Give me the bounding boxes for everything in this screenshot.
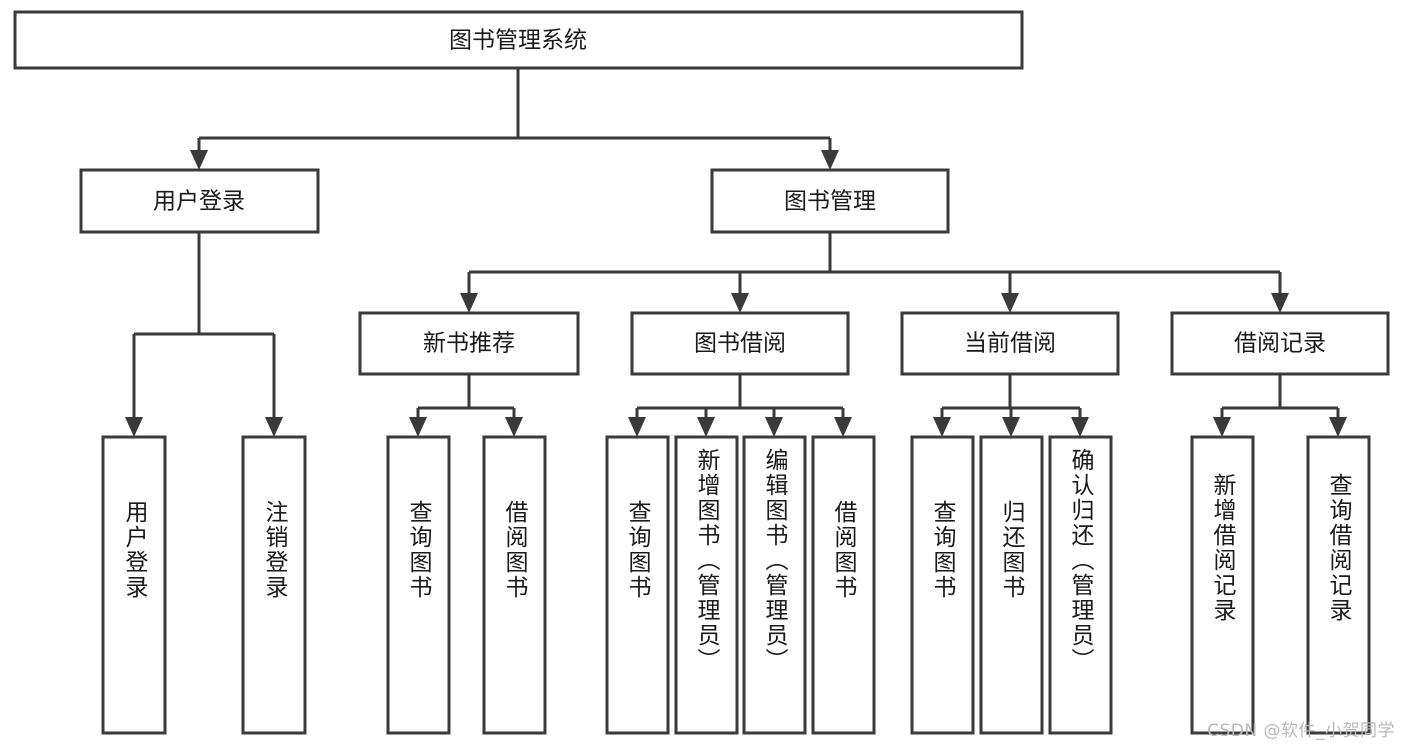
- node-user-login-label: 用户登录: [153, 189, 245, 215]
- leaf-current-borrow-1-label: 查询图书: [929, 500, 957, 600]
- node-book-manage-label: 图书管理: [784, 189, 876, 215]
- leaf-user-login-2-label: 注销登录: [261, 500, 289, 600]
- leaf-user-login-1-box[interactable]: [101, 435, 167, 735]
- arrow-leaf-user-login-1: [125, 417, 143, 437]
- arrow-leaf-book-borrow-4: [834, 417, 852, 437]
- leaf-book-borrow-1-label: 查询图书: [624, 500, 652, 600]
- node-book-manage-box[interactable]: [710, 168, 950, 234]
- arrow-leaf-book-borrow-1: [628, 417, 646, 437]
- node-new-book-recommend-box[interactable]: [358, 311, 580, 376]
- node-book-borrow-label: 图书借阅: [694, 331, 786, 357]
- arrow-leaf-new-book-2: [505, 417, 523, 437]
- arrow-leaf-book-borrow-2: [697, 417, 715, 437]
- leaf-book-borrow-1-box[interactable]: [605, 435, 670, 735]
- leaf-current-borrow-2[interactable]: 归还图书: [979, 435, 1044, 735]
- node-root[interactable]: 图书管理系统: [13, 10, 1024, 70]
- leaf-current-borrow-3-label: 确认归还（管理员）: [1067, 448, 1095, 673]
- node-new-book-recommend[interactable]: 新书推荐: [358, 311, 580, 376]
- arrow-leaf-current-borrow-1: [933, 417, 951, 437]
- leaf-book-borrow-3-label: 编辑图书（管理员）: [761, 448, 789, 673]
- node-new-book-recommend-label: 新书推荐: [423, 331, 515, 357]
- leaf-book-borrow-2-label: 新增图书（管理员）: [693, 448, 721, 673]
- csdn-watermark: CSDN @软件_小贺同学: [1207, 721, 1395, 741]
- leaf-book-borrow-4[interactable]: 借阅图书: [811, 435, 876, 735]
- leaf-book-borrow-2[interactable]: 新增图书（管理员）: [674, 435, 739, 735]
- node-current-borrow-box[interactable]: [900, 311, 1120, 376]
- leaf-current-borrow-1[interactable]: 查询图书: [910, 435, 975, 735]
- node-current-borrow-label: 当前借阅: [964, 331, 1056, 357]
- connectors: [125, 68, 1347, 437]
- arrow-book-manage: [821, 150, 839, 170]
- arrow-new-book: [460, 293, 478, 313]
- leaf-current-borrow-2-box[interactable]: [979, 435, 1044, 735]
- leaf-borrow-record-1-box[interactable]: [1190, 435, 1255, 735]
- arrow-leaf-current-borrow-2: [1002, 417, 1020, 437]
- leaf-user-login-1[interactable]: 用户登录: [101, 435, 167, 735]
- leaf-user-login-1-label: 用户登录: [121, 500, 149, 600]
- leaf-book-borrow-1[interactable]: 查询图书: [605, 435, 670, 735]
- leaf-borrow-record-1-label: 新增借阅记录: [1209, 473, 1237, 623]
- leaf-new-book-2[interactable]: 借阅图书: [482, 435, 547, 735]
- node-book-borrow[interactable]: 图书借阅: [630, 311, 850, 376]
- leaf-borrow-record-2-box[interactable]: [1306, 435, 1371, 735]
- leaf-book-borrow-3-box[interactable]: [742, 435, 807, 735]
- leaf-book-borrow-4-box[interactable]: [811, 435, 876, 735]
- leaf-current-borrow-3-box[interactable]: [1048, 435, 1113, 735]
- leaf-new-book-1-box[interactable]: [386, 435, 451, 735]
- node-user-login-box[interactable]: [79, 168, 320, 234]
- leaf-borrow-record-2-label: 查询借阅记录: [1325, 473, 1353, 623]
- leaf-book-borrow-2-box[interactable]: [674, 435, 739, 735]
- arrow-user-login: [190, 150, 208, 170]
- node-book-borrow-box[interactable]: [630, 311, 850, 376]
- arrow-current-borrow: [1001, 293, 1019, 313]
- leaf-new-book-1-label: 查询图书: [405, 500, 433, 600]
- leaf-borrow-record-1[interactable]: 新增借阅记录: [1190, 435, 1255, 735]
- node-root-label: 图书管理系统: [449, 28, 587, 54]
- leaf-new-book-2-box[interactable]: [482, 435, 547, 735]
- arrow-borrow-record: [1271, 293, 1289, 313]
- leaf-user-login-2-box[interactable]: [241, 435, 307, 735]
- node-borrow-record-box[interactable]: [1170, 311, 1390, 376]
- leaf-new-book-2-label: 借阅图书: [501, 500, 529, 600]
- arrow-leaf-current-borrow-3: [1071, 417, 1089, 437]
- arrow-leaf-new-book-1: [409, 417, 427, 437]
- node-root-box[interactable]: [13, 10, 1024, 70]
- leaf-book-borrow-4-label: 借阅图书: [830, 500, 858, 600]
- arrow-book-borrow: [731, 293, 749, 313]
- leaf-user-login-2[interactable]: 注销登录: [241, 435, 307, 735]
- leaf-borrow-record-2[interactable]: 查询借阅记录: [1306, 435, 1371, 735]
- leaf-current-borrow-3[interactable]: 确认归还（管理员）: [1048, 435, 1113, 735]
- node-user-login[interactable]: 用户登录: [79, 168, 320, 234]
- leaf-new-book-1[interactable]: 查询图书: [386, 435, 451, 735]
- node-borrow-record-label: 借阅记录: [1234, 331, 1326, 357]
- arrow-leaf-user-login-2: [265, 417, 283, 437]
- leaf-current-borrow-1-box[interactable]: [910, 435, 975, 735]
- leaf-book-borrow-3[interactable]: 编辑图书（管理员）: [742, 435, 807, 735]
- arrow-leaf-borrow-record-2: [1329, 417, 1347, 437]
- arrow-leaf-book-borrow-3: [765, 417, 783, 437]
- arrow-leaf-borrow-record-1: [1213, 417, 1231, 437]
- node-book-manage[interactable]: 图书管理: [710, 168, 950, 234]
- leaf-current-borrow-2-label: 归还图书: [998, 500, 1026, 600]
- node-current-borrow[interactable]: 当前借阅: [900, 311, 1120, 376]
- node-borrow-record[interactable]: 借阅记录: [1170, 311, 1390, 376]
